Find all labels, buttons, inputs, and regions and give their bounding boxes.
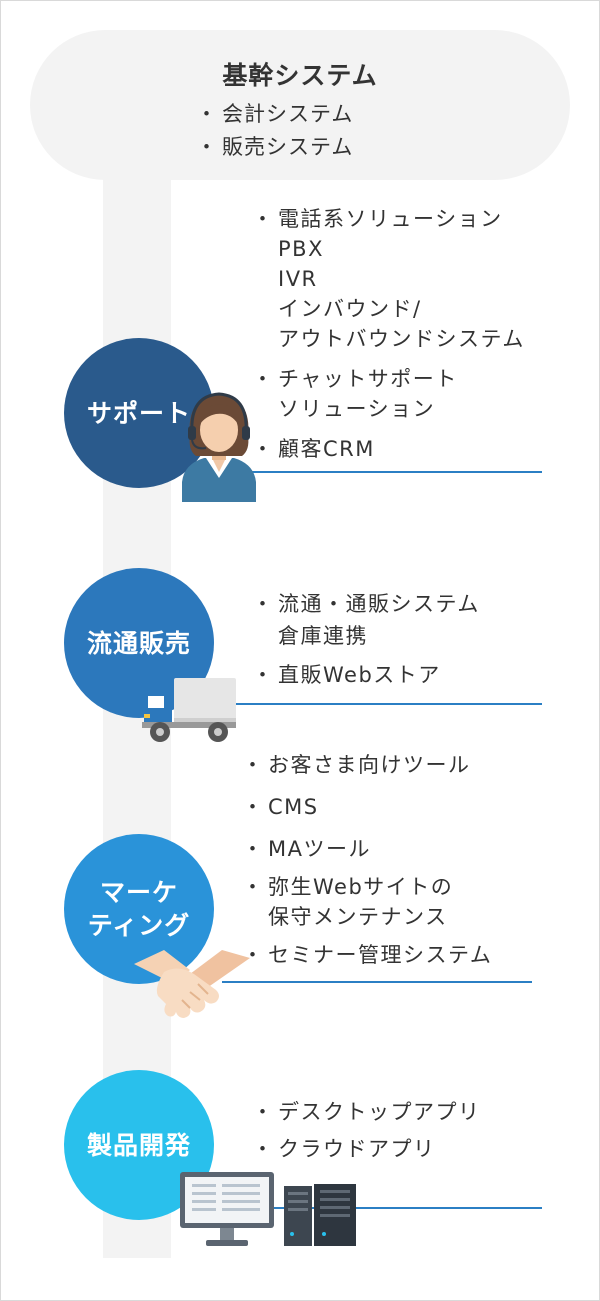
core-system-list: 会計システム 販売システム	[200, 98, 353, 164]
server-icon	[284, 1184, 356, 1246]
development-item-text: クラウドアプリ	[278, 1133, 481, 1165]
marketing-item: 弥生Webサイトの 保守メンテナンス	[246, 872, 492, 932]
marketing-item: お客さま向けツール	[246, 750, 492, 780]
marketing-items: お客さま向けツール CMS MAツール 弥生Webサイトの 保守メンテナンス セ…	[246, 750, 492, 970]
computer-icon	[180, 1172, 274, 1248]
marketing-label-line: マーケ	[88, 876, 191, 909]
support-item-text: ソリューション	[278, 394, 525, 424]
marketing-label-line: ティング	[88, 909, 191, 942]
marketing-item-text: 保守メンテナンス	[268, 902, 492, 932]
distribution-item-text: 倉庫連携	[278, 620, 480, 652]
distribution-label: 流通販売	[87, 627, 191, 660]
distribution-item: 直販Webストア	[256, 659, 480, 691]
support-items: 電話系ソリューション PBX IVR インバウンド/ アウトバウンドシステム チ…	[256, 204, 525, 464]
handshake-icon	[134, 950, 250, 1020]
development-label: 製品開発	[87, 1129, 191, 1162]
marketing-item-text: セミナー管理システム	[268, 940, 492, 970]
distribution-item: 流通・通販システム 倉庫連携	[256, 588, 480, 652]
support-item-text: チャットサポート	[278, 364, 525, 394]
support-item-text: 顧客CRM	[278, 434, 525, 464]
marketing-item-text: お客さま向けツール	[268, 750, 492, 780]
marketing-item-text: CMS	[268, 792, 492, 822]
marketing-item: セミナー管理システム	[246, 940, 492, 970]
marketing-item: MAツール	[246, 834, 492, 864]
core-item: 販売システム	[200, 131, 353, 164]
development-item: デスクトップアプリ	[256, 1096, 481, 1128]
support-underline	[232, 471, 542, 473]
operator-icon	[176, 386, 262, 502]
core-system-title: 基幹システム	[0, 56, 600, 92]
distribution-item-text: 流通・通販システム	[278, 588, 480, 620]
development-item-text: デスクトップアプリ	[278, 1096, 481, 1128]
support-item-text: インバウンド/	[278, 294, 525, 324]
support-item-text: アウトバウンドシステム	[278, 324, 525, 354]
truck-icon	[142, 678, 238, 744]
support-item-text: 電話系ソリューション	[278, 204, 525, 234]
marketing-item: CMS	[246, 792, 492, 822]
development-item: クラウドアプリ	[256, 1133, 481, 1165]
support-item: チャットサポート ソリューション	[256, 364, 525, 424]
core-item: 会計システム	[200, 98, 353, 131]
marketing-item-text: 弥生Webサイトの	[268, 872, 492, 902]
marketing-underline	[222, 981, 532, 983]
distribution-items: 流通・通販システム 倉庫連携 直販Webストア	[256, 588, 480, 691]
core-item-text: 会計システム	[222, 98, 353, 131]
distribution-item-text: 直販Webストア	[278, 659, 480, 691]
marketing-item-text: MAツール	[268, 834, 492, 864]
marketing-label: マーケ ティング	[88, 876, 191, 942]
support-item-text: IVR	[278, 264, 525, 294]
support-item: 顧客CRM	[256, 434, 525, 464]
distribution-underline	[232, 703, 542, 705]
development-items: デスクトップアプリ クラウドアプリ	[256, 1096, 481, 1165]
support-item-text: PBX	[278, 234, 525, 264]
support-item: 電話系ソリューション PBX IVR インバウンド/ アウトバウンドシステム	[256, 204, 525, 354]
core-item-text: 販売システム	[222, 131, 353, 164]
